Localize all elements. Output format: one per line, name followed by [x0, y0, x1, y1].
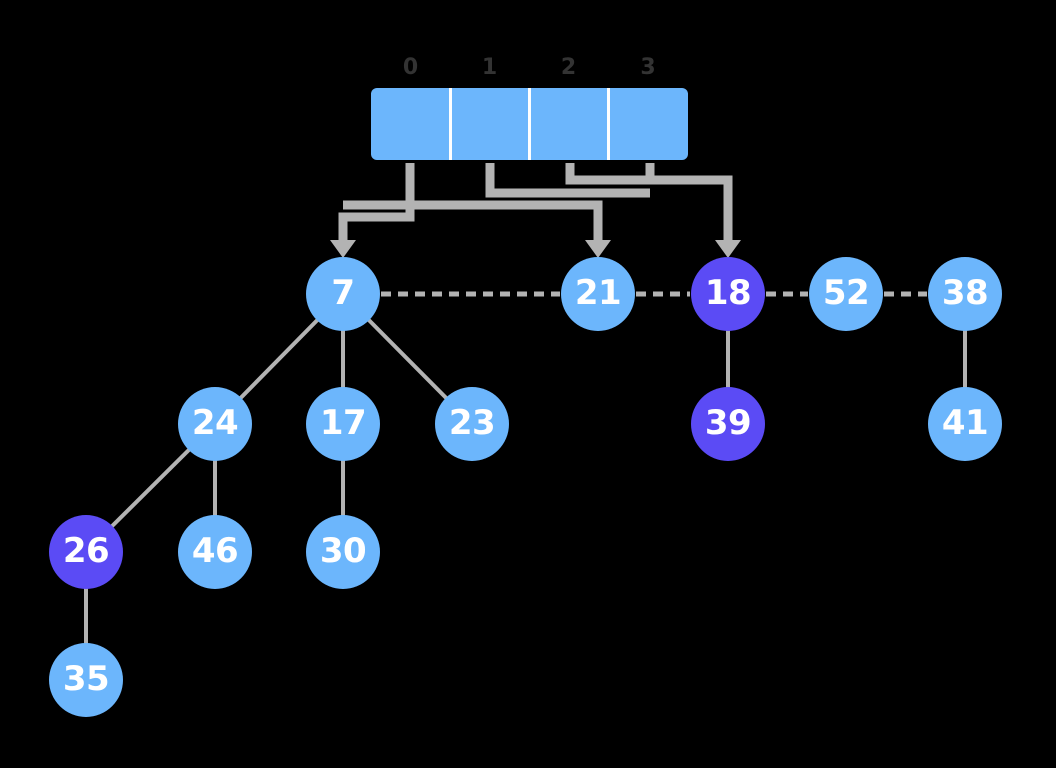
- node-38[interactable]: 38: [928, 257, 1002, 331]
- node-21-label: 21: [574, 273, 622, 313]
- node-46-label: 46: [191, 531, 239, 571]
- arrowhead-to-node-21: [585, 240, 611, 258]
- node-30-label: 30: [319, 531, 367, 571]
- connector-cell-0-branch-to-node-21: [343, 200, 603, 243]
- array-cell-2[interactable]: [531, 88, 607, 160]
- node-21[interactable]: 21: [561, 257, 635, 331]
- node-46[interactable]: 46: [178, 515, 252, 589]
- arrowhead-to-node-18: [715, 240, 741, 258]
- connector-cell-3-to-node-18: [645, 163, 733, 243]
- array-cell-1[interactable]: [452, 88, 528, 160]
- connector-cell-0-to-node-7: [338, 163, 415, 243]
- array-cell-3[interactable]: [610, 88, 688, 160]
- node-7-label: 7: [331, 273, 355, 313]
- connector-cell-1-to-node-21: [485, 163, 650, 198]
- array-index-label-0: 0: [402, 55, 419, 80]
- node-7[interactable]: 7: [306, 257, 380, 331]
- node-26-label: 26: [62, 531, 110, 571]
- array-cell-divider-2-3: [607, 88, 610, 160]
- node-18[interactable]: 18: [691, 257, 765, 331]
- node-24-label: 24: [191, 403, 239, 443]
- node-23[interactable]: 23: [435, 387, 509, 461]
- node-17-label: 17: [319, 403, 367, 443]
- arrowhead-group: [330, 240, 741, 258]
- node-35[interactable]: 35: [49, 643, 123, 717]
- arrowhead-to-node-7: [330, 240, 356, 258]
- node-23-label: 23: [448, 403, 496, 443]
- solid-link-group: [84, 292, 967, 680]
- array-cell-divider-0-1: [449, 88, 452, 160]
- array-index-label-2: 2: [560, 55, 577, 80]
- node-41[interactable]: 41: [928, 387, 1002, 461]
- node-26[interactable]: 26: [49, 515, 123, 589]
- node-24[interactable]: 24: [178, 387, 252, 461]
- node-52[interactable]: 52: [809, 257, 883, 331]
- node-52-label: 52: [822, 273, 870, 313]
- node-41-label: 41: [941, 403, 989, 443]
- node-35-label: 35: [62, 659, 110, 699]
- array-cell-0[interactable]: [371, 88, 449, 160]
- array-cell-divider-1-2: [528, 88, 531, 160]
- node-39-label: 39: [704, 403, 752, 443]
- array-index-label-1: 1: [481, 55, 498, 80]
- node-39[interactable]: 39: [691, 387, 765, 461]
- node-18-label: 18: [704, 273, 752, 313]
- node-38-label: 38: [941, 273, 989, 313]
- node-30[interactable]: 30: [306, 515, 380, 589]
- connector-cell-2-to-node-21: [565, 163, 650, 185]
- array-index-label-3: 3: [640, 55, 656, 80]
- node-17[interactable]: 17: [306, 387, 380, 461]
- array-connector-group: [338, 163, 733, 243]
